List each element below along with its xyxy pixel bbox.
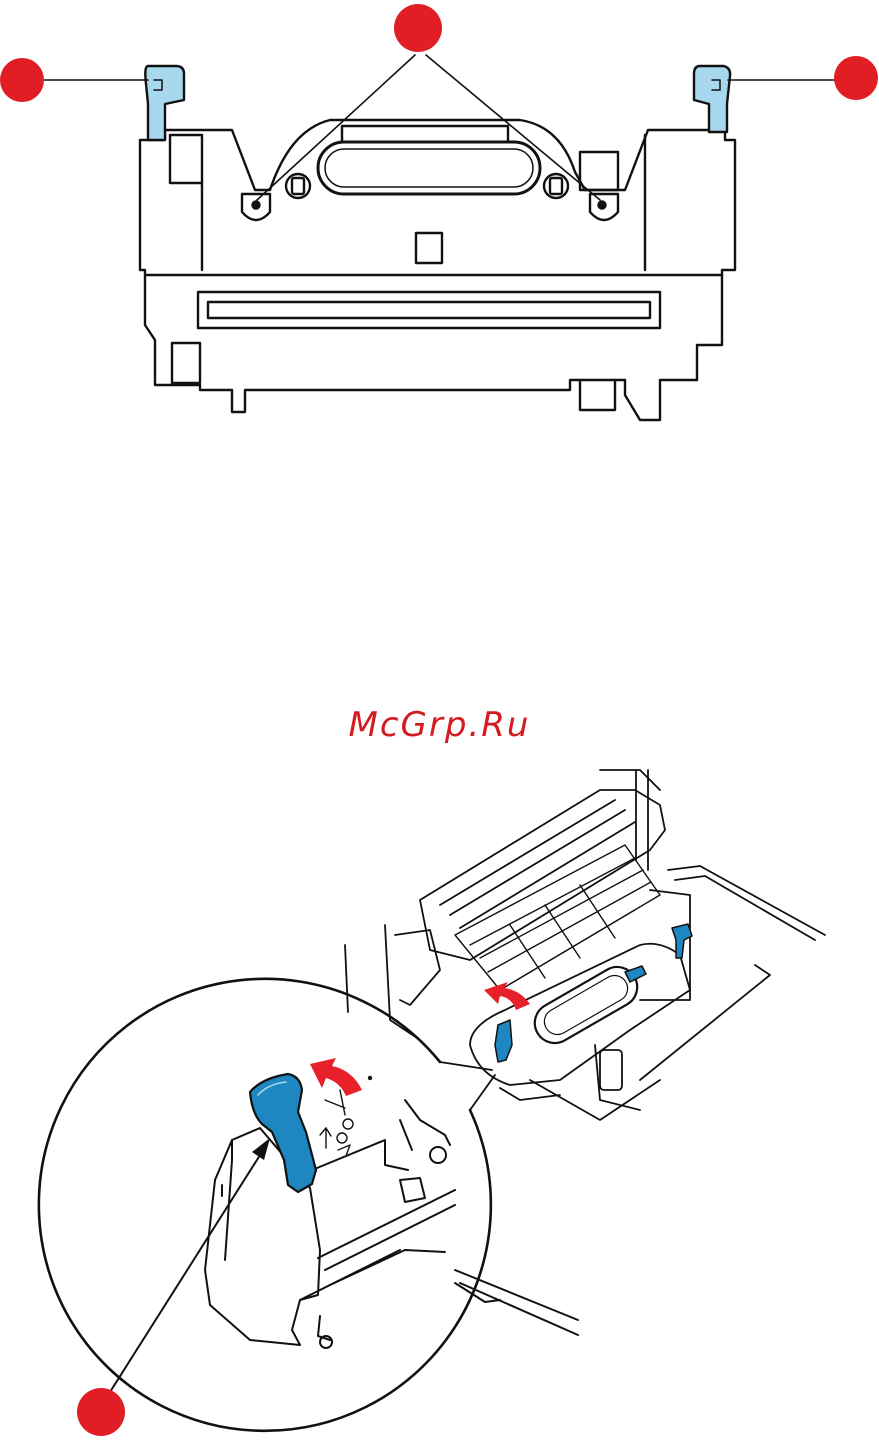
printer-interior [345, 770, 825, 1120]
printer-left-wall [345, 945, 348, 1012]
cover-rib-1 [440, 800, 615, 905]
printer-left-wall-2 [385, 925, 420, 1040]
fuser-handle-inner [325, 149, 533, 187]
cover-edge [600, 770, 660, 790]
callout-marker-lever-closeup [77, 1388, 125, 1436]
closeup-slot-2 [325, 1205, 455, 1270]
fuser-screw-left-slot [292, 178, 304, 194]
lever-right-installed [672, 924, 692, 958]
locating-pin-right-dot [599, 202, 606, 209]
fuser-right-foot [580, 380, 615, 410]
fuser-left-block [170, 135, 202, 183]
closeup-guide-2 [400, 1120, 412, 1150]
callout-marker-left-latch [0, 58, 44, 102]
cover-rib-2 [450, 810, 625, 915]
closeup-rail-2 [460, 1283, 578, 1335]
closeup-knob [430, 1147, 446, 1163]
fuser-installed-clip [600, 1050, 622, 1090]
emboss-circle-2 [343, 1119, 353, 1129]
fuser-handle [318, 142, 540, 194]
fuser-right-block [580, 152, 618, 190]
closeup-blue-lever [250, 1074, 316, 1192]
printer-left-detail [395, 930, 440, 1005]
printer-front-panel [640, 965, 770, 1080]
closeup-pointer-head [252, 1138, 270, 1160]
lever-left-installed [495, 1020, 512, 1062]
printer-right-side-2 [675, 876, 815, 940]
led-head-grille [455, 845, 660, 990]
fuser-top-strip [342, 126, 508, 142]
closeup-pointer-line [110, 1152, 262, 1392]
closeup-lift-arrow [310, 1058, 362, 1096]
fuser-center-square [416, 233, 442, 263]
locating-pin-left-dot [253, 202, 260, 209]
fuser-paper-slot-inner [208, 302, 650, 318]
closeup-fuser-side [205, 1100, 578, 1348]
fuser-screw-right-slot [550, 178, 562, 194]
fuser-unit [140, 66, 735, 420]
emboss-dot [369, 1077, 372, 1080]
right-latch [694, 66, 730, 132]
fuser-installed-base [500, 1088, 560, 1100]
grille-outline [455, 845, 660, 990]
grille-line-6 [580, 885, 615, 938]
callout-marker-locating-pins [394, 4, 442, 52]
printer-levers [495, 924, 692, 1062]
leader-pin-left [257, 55, 415, 200]
emboss-circle-1 [337, 1133, 347, 1143]
lever-middle-installed [625, 966, 646, 982]
magnifier-connector-2 [470, 1075, 495, 1110]
closeup-clip [400, 1178, 425, 1202]
leader-pin-right [426, 55, 600, 200]
fuser-installed [470, 944, 690, 1085]
magnifier-connector-1 [440, 1062, 492, 1070]
printer-front-edge [530, 1080, 660, 1120]
site-watermark: McGrp.Ru [0, 705, 879, 745]
closeup-slot [318, 1190, 455, 1258]
fuser-paper-slot-outer [198, 292, 660, 328]
fuser-left-foot-block [172, 343, 200, 383]
fuser-installed-roller [595, 1045, 640, 1110]
closeup-guide [405, 1100, 450, 1145]
callout-marker-right-latch [834, 56, 878, 100]
emboss-line-2 [340, 1090, 345, 1115]
